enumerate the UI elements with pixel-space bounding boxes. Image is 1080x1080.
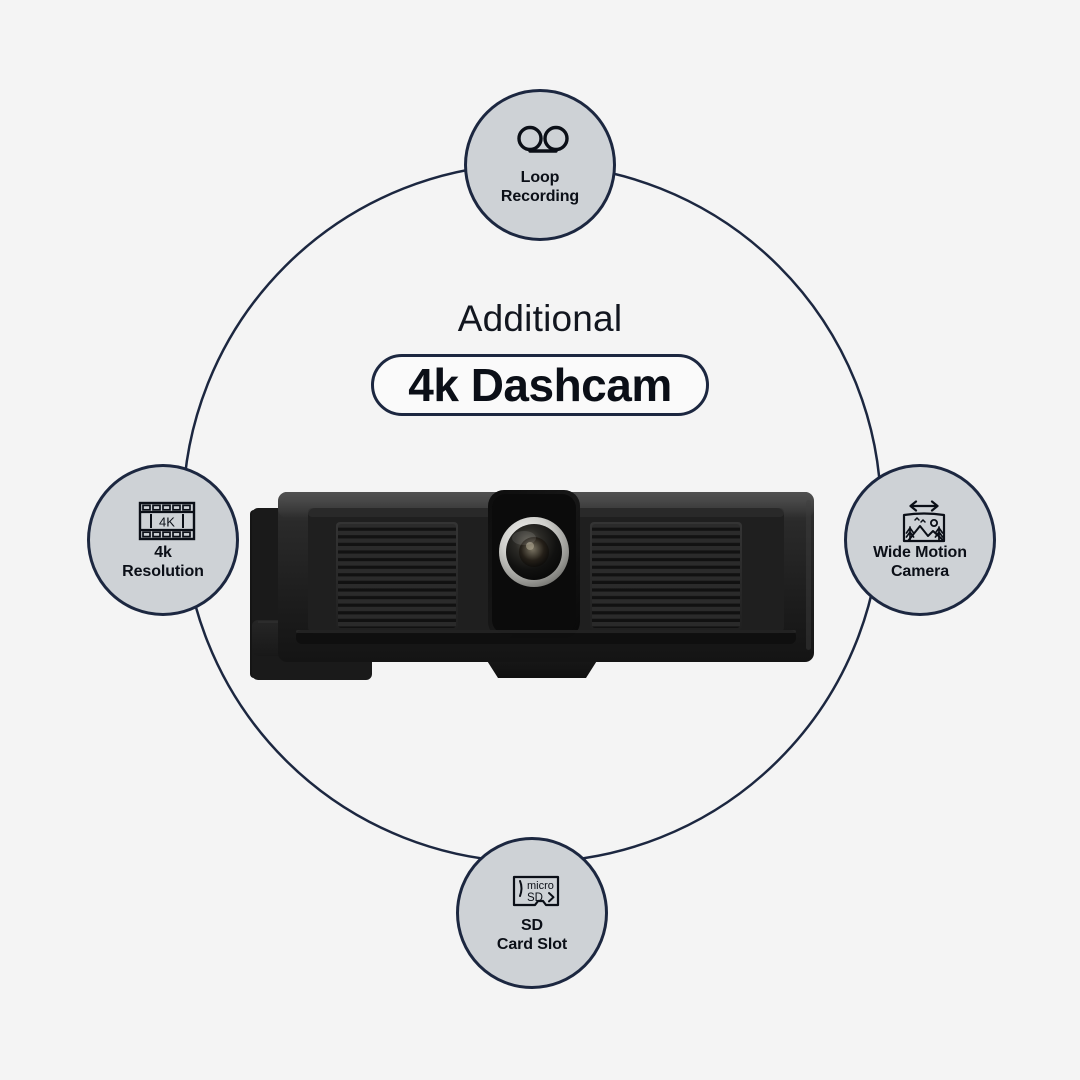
feature-badge-4k-resolution[interactable]: 4K 4k Resolution — [87, 464, 239, 616]
center-heading: Additional 4k Dashcam — [0, 298, 1080, 416]
microsd-icon-text-micro: micro — [527, 880, 554, 892]
feature-badge-label: Loop Recording — [500, 168, 580, 205]
heading-kicker: Additional — [457, 298, 623, 339]
feature-badge-wide-motion-camera[interactable]: Wide Motion Camera — [844, 464, 996, 616]
film-strip-icon-text: 4K — [159, 514, 175, 529]
dashcam-vent-right — [590, 522, 742, 630]
feature-badge-label: SD Card Slot — [496, 916, 568, 953]
feature-badge-loop-recording[interactable]: Loop Recording — [464, 89, 616, 241]
dashcam-product-image — [248, 470, 834, 702]
film-strip-4k-icon: 4K — [136, 499, 196, 540]
dashcam-illustration — [250, 490, 814, 680]
dashcam-vent-left — [336, 522, 458, 630]
tape-reels-icon — [513, 124, 569, 164]
feature-badge-sd-card-slot[interactable]: micro SD SD Card Slot — [456, 837, 608, 989]
microsd-card-icon: micro SD — [505, 872, 560, 912]
feature-badge-label: Wide Motion Camera — [873, 543, 967, 580]
product-title-pill: 4k Dashcam — [371, 353, 709, 416]
dashcam-front-lip — [296, 630, 796, 644]
microsd-icon-text-sd: SD — [527, 892, 543, 904]
dashcam-lens-module — [488, 490, 580, 638]
page-title: 4k Dashcam — [408, 358, 672, 411]
feature-badge-label: 4k Resolution — [122, 543, 204, 580]
wide-landscape-arrow-icon — [893, 499, 947, 542]
